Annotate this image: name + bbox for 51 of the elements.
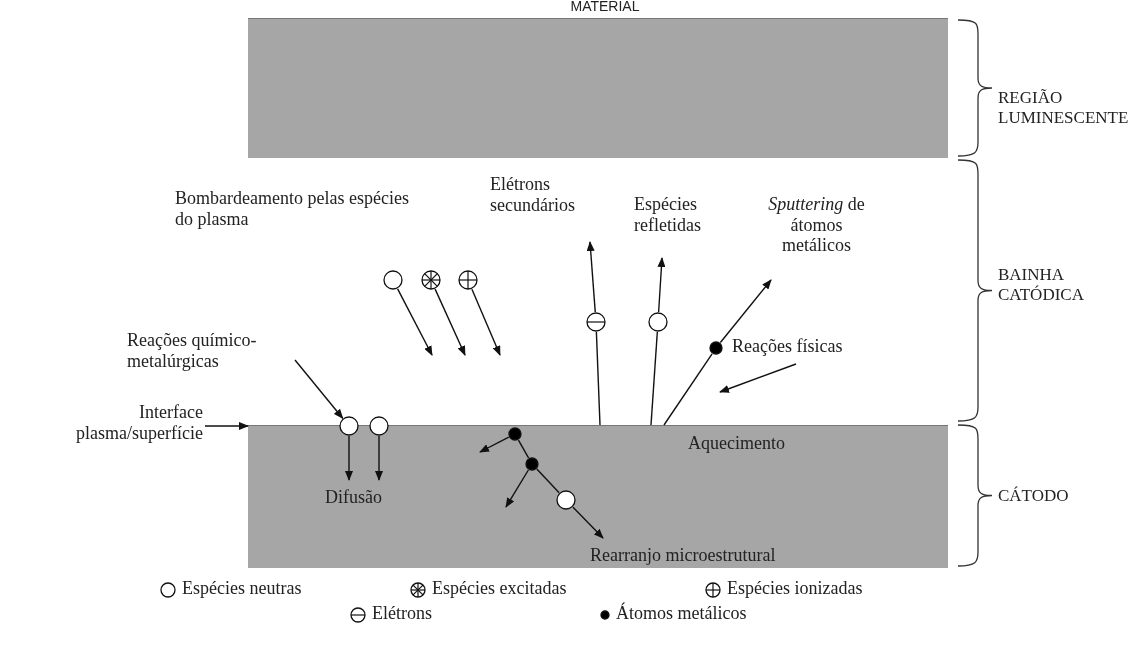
ionized-species-icon xyxy=(458,270,478,290)
region-label: BAINHA CATÓDICA xyxy=(998,265,1085,305)
arrow xyxy=(719,279,772,344)
arrow xyxy=(657,257,666,313)
arrow xyxy=(294,359,344,420)
annotation-text: Espécies refletidas xyxy=(634,194,744,236)
annotation-text: Interface plasma/superfície xyxy=(8,402,203,444)
trajectory-line xyxy=(536,468,560,494)
arrow xyxy=(586,241,596,313)
arrow xyxy=(505,469,530,508)
trajectory-line xyxy=(517,439,530,459)
cathode-block xyxy=(248,425,948,568)
annotation-text: Reações químico-metalúrgicas xyxy=(127,330,327,372)
trajectory-line xyxy=(663,353,713,426)
electron-icon xyxy=(586,312,606,332)
arrow xyxy=(471,288,501,356)
legend-text: Espécies neutras xyxy=(182,578,302,599)
neutral-species-icon xyxy=(369,416,389,436)
legend-text: Espécies ionizadas xyxy=(727,578,863,599)
metal-atom-icon xyxy=(508,427,522,441)
arrow xyxy=(204,422,249,430)
heading-text: MATERIAL xyxy=(569,0,641,15)
process-label: Difusão xyxy=(325,487,382,508)
arrow xyxy=(396,288,433,356)
legend-text: Átomos metálicos xyxy=(616,603,747,624)
annotation-text: Bombardeamento pelas espécies do plasma xyxy=(175,188,415,230)
annotation-text: Elétrons secundários xyxy=(490,174,600,216)
region-label: CÁTODO xyxy=(998,486,1070,506)
neutral-species-icon xyxy=(648,312,668,332)
metal-atom-icon xyxy=(709,341,723,355)
metal-atom-icon xyxy=(525,457,539,471)
neutral-species-icon xyxy=(383,270,403,290)
region-label: REGIÃO LUMINESCENTE xyxy=(998,88,1130,128)
excited-species-icon xyxy=(421,270,441,290)
neutral-species-icon xyxy=(339,416,359,436)
arrow xyxy=(479,436,510,453)
legend-text: Espécies excitadas xyxy=(432,578,567,599)
neutral-species-icon xyxy=(556,490,576,510)
legend-text: Elétrons xyxy=(372,603,432,624)
arrow xyxy=(434,288,466,356)
process-label: Aquecimento xyxy=(688,433,785,454)
annotation-text: Reações físicas xyxy=(732,336,902,357)
arrow xyxy=(345,435,353,481)
annotation-text: Sputtering de átomos metálicos xyxy=(754,194,879,257)
trajectory-line xyxy=(595,331,601,426)
arrow xyxy=(572,506,604,539)
trajectory-line xyxy=(650,331,659,426)
process-label: Rearranjo microestrutural xyxy=(590,545,776,566)
glow-region-block xyxy=(248,18,948,158)
arrow xyxy=(375,435,383,481)
arrow xyxy=(719,363,797,393)
